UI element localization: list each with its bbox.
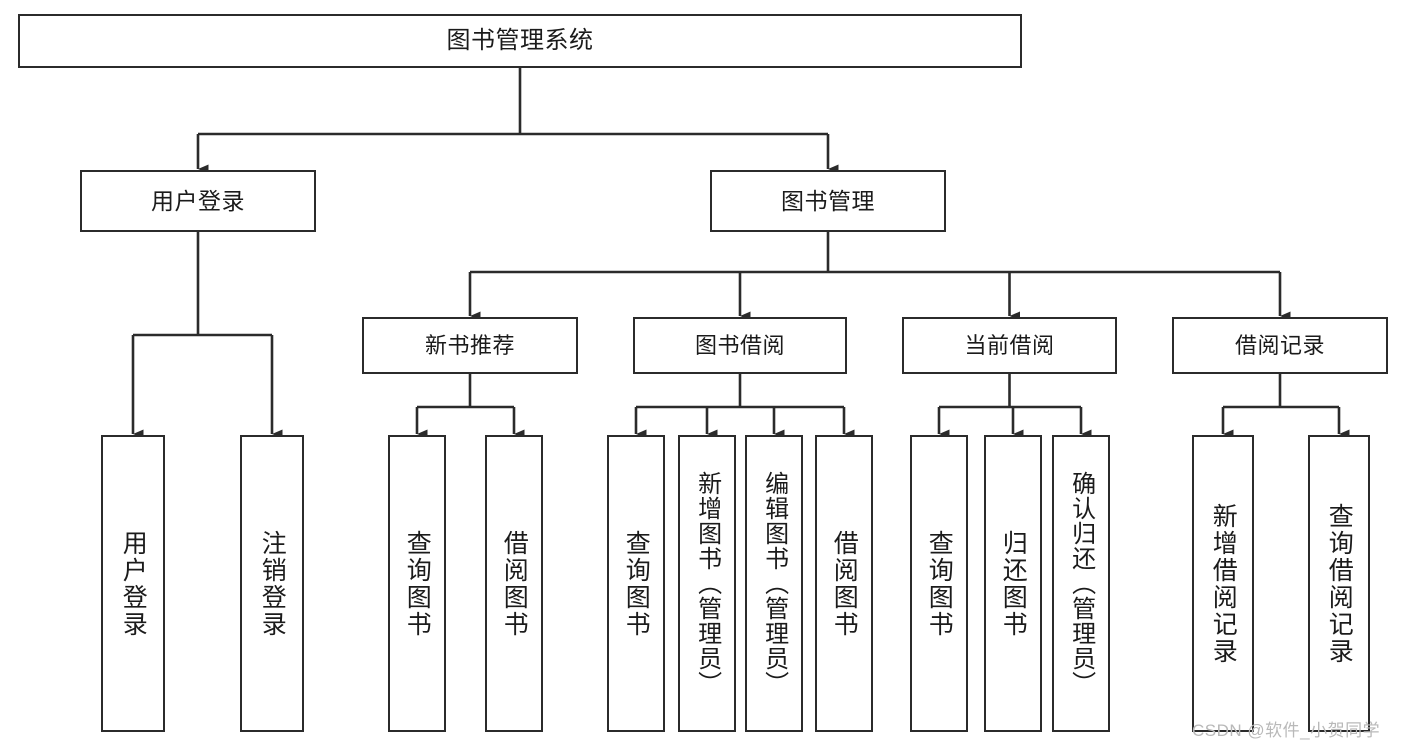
node-label: 新书推荐 [424, 332, 515, 358]
node-book-manage[interactable]: 图书管理 [710, 170, 946, 232]
node-label: 查询图书 [622, 529, 651, 638]
node-label: 新增图书（管理员） [693, 471, 721, 696]
node-label: 借阅记录 [1234, 332, 1325, 358]
node-label: 查询图书 [403, 529, 432, 638]
node-current-borrow[interactable]: 当前借阅 [902, 317, 1117, 374]
node-label: 确认归还（管理员） [1067, 471, 1095, 696]
node-leaf-user-login[interactable]: 用户登录 [101, 435, 165, 732]
node-leaf-query-book-3[interactable]: 查询图书 [910, 435, 968, 732]
node-label: 查询借阅记录 [1325, 502, 1354, 665]
node-label: 用户登录 [119, 529, 148, 638]
node-leaf-borrow-book-1[interactable]: 借阅图书 [485, 435, 543, 732]
node-leaf-borrow-book-2[interactable]: 借阅图书 [815, 435, 873, 732]
node-label: 归还图书 [999, 529, 1028, 638]
node-new-book-rec[interactable]: 新书推荐 [362, 317, 578, 374]
node-label: 编辑图书（管理员） [760, 471, 788, 696]
node-label: 注销登录 [258, 529, 287, 638]
node-label: 图书管理系统 [446, 27, 594, 54]
node-leaf-query-book-2[interactable]: 查询图书 [607, 435, 665, 732]
node-leaf-return-book[interactable]: 归还图书 [984, 435, 1042, 732]
node-leaf-add-book[interactable]: 新增图书（管理员） [678, 435, 736, 732]
node-book-borrow[interactable]: 图书借阅 [633, 317, 847, 374]
node-leaf-edit-book[interactable]: 编辑图书（管理员） [745, 435, 803, 732]
node-label: 借阅图书 [500, 529, 529, 638]
node-borrow-record[interactable]: 借阅记录 [1172, 317, 1388, 374]
node-user-login[interactable]: 用户登录 [80, 170, 316, 232]
node-label: 查询图书 [925, 529, 954, 638]
node-label: 图书借阅 [694, 332, 785, 358]
node-label: 新增借阅记录 [1209, 502, 1238, 665]
node-leaf-user-logout[interactable]: 注销登录 [240, 435, 304, 732]
node-leaf-query-record[interactable]: 查询借阅记录 [1308, 435, 1370, 732]
node-root[interactable]: 图书管理系统 [18, 14, 1022, 68]
node-leaf-confirm-return[interactable]: 确认归还（管理员） [1052, 435, 1110, 732]
node-label: 借阅图书 [830, 529, 859, 638]
node-label: 用户登录 [151, 187, 245, 214]
csdn-watermark: CSDN @软件_小贺同学 [1192, 721, 1381, 740]
node-leaf-query-book-1[interactable]: 查询图书 [388, 435, 446, 732]
node-leaf-add-record[interactable]: 新增借阅记录 [1192, 435, 1254, 732]
node-label: 当前借阅 [964, 332, 1055, 358]
node-label: 图书管理 [781, 187, 875, 214]
